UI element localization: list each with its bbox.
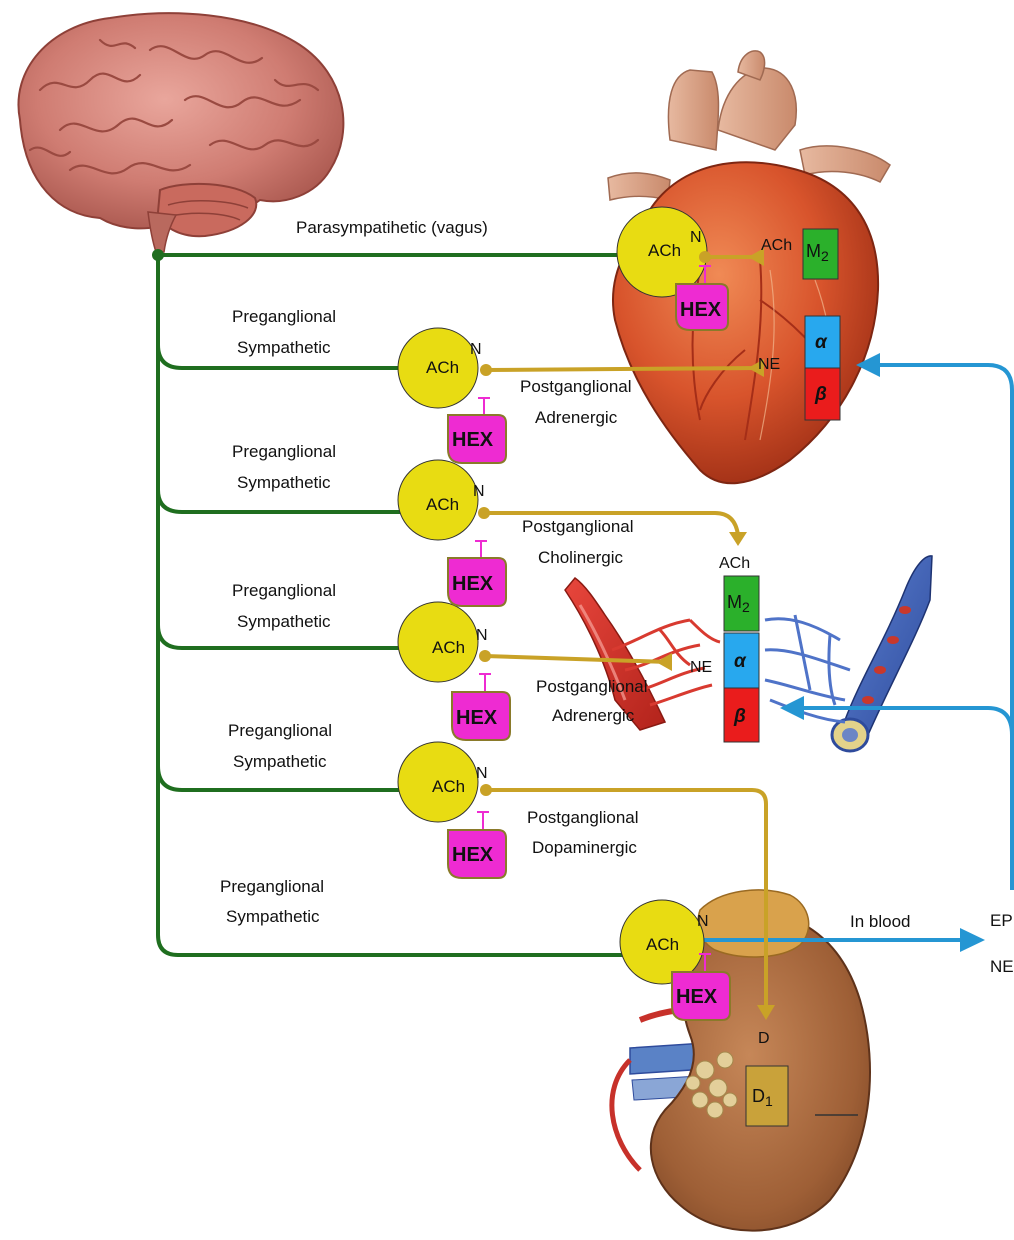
post-adrenergic-label-a: Postganglional [520, 377, 632, 396]
ganglion-n-label: N [697, 913, 709, 930]
hex-label: HEX [680, 299, 722, 321]
hex-inhibit-icon [475, 540, 487, 557]
brain-illustration [18, 13, 343, 252]
hex-inhibit-icon [477, 811, 489, 829]
ne-blood-label: NE [990, 957, 1014, 976]
epi-label: EPI [990, 911, 1014, 930]
d1-base: D [752, 1086, 765, 1106]
preganglionic-label-5a: Preganglional [220, 877, 324, 896]
post-dopaminergic-label-b: Dopaminergic [532, 838, 637, 857]
post-adrenergic2-label-b: Adrenergic [552, 706, 635, 725]
preganglionic-label-4a: Preganglional [228, 721, 332, 740]
ganglion-ach-label: ACh [426, 358, 459, 377]
preganglionic-label-3b: Sympathetic [237, 612, 331, 631]
ganglion-n-label: N [690, 229, 702, 246]
ganglion-sympathetic-2: ACh N [398, 460, 490, 540]
hex-box-2: HEX [448, 540, 506, 606]
ganglion-n-label: N [470, 341, 482, 358]
hex-label: HEX [452, 573, 494, 595]
preganglionic-label-1a: Preganglional [232, 307, 336, 326]
hex-box-3: HEX [452, 673, 510, 740]
ganglion-ach-label: ACh [646, 935, 679, 954]
heart-ach-label: ACh [761, 237, 792, 254]
vessel-receptors: ACh M2 NE α β [690, 555, 759, 742]
kidney-d-label: D [758, 1030, 770, 1047]
heart-ne-label: NE [758, 356, 780, 373]
hex-box-1: HEX [448, 397, 506, 463]
ganglion-sympathetic-3: ACh N [398, 602, 491, 682]
ganglion-n-label: N [476, 765, 488, 782]
vagus-label: Parasympatihetic (vagus) [296, 218, 488, 237]
alpha-label: α [734, 651, 747, 672]
preganglionic-label-3a: Preganglional [232, 581, 336, 600]
heart-alpha-receptor: α [805, 316, 840, 368]
hex-inhibit-icon [479, 673, 491, 691]
vessel-m2-receptor: M2 [724, 576, 759, 631]
hex-label: HEX [452, 429, 494, 451]
d1-sub: 1 [765, 1093, 773, 1109]
m2-base: M [727, 592, 742, 612]
vessel-ach-label: ACh [719, 555, 750, 572]
heart-m2-receptor: M2 [803, 229, 838, 279]
hex-inhibit-icon [478, 397, 490, 414]
preganglionic-label-2a: Preganglional [232, 442, 336, 461]
in-blood-label: In blood [850, 912, 911, 931]
vessel-alpha-receptor: α [724, 633, 759, 688]
ganglion-n-label: N [476, 627, 488, 644]
ganglion-synapse-dot [699, 251, 711, 263]
preganglionic-label-5b: Sympathetic [226, 907, 320, 926]
hex-label: HEX [456, 707, 498, 729]
hex-label: HEX [452, 844, 494, 866]
m2-sub: 2 [821, 248, 829, 264]
post-adrenergic-vessel [485, 656, 668, 662]
preganglionic-label-1b: Sympathetic [237, 338, 331, 357]
post-adrenergic-heart [486, 368, 760, 370]
post-adrenergic2-label-a: Postganglional [536, 677, 648, 696]
text-labels: Parasympatihetic (vagus) Preganglional S… [220, 218, 1014, 976]
hex-label: HEX [676, 986, 718, 1008]
heart-beta-receptor: β [805, 368, 840, 420]
kidney-d1-receptor: D1 [746, 1066, 788, 1126]
post-dopaminergic-label-a: Postganglional [527, 808, 639, 827]
brainstem-node [152, 249, 164, 261]
beta-label: β [814, 384, 827, 405]
ganglion-sympathetic-4: ACh N [398, 742, 492, 822]
vessel-beta-receptor: β [724, 688, 759, 742]
ganglion-ach-label: ACh [648, 241, 681, 260]
hex-box-4: HEX [448, 811, 506, 878]
ganglion-ach-label: ACh [426, 495, 459, 514]
preganglionic-label-4b: Sympathetic [233, 752, 327, 771]
alpha-label: α [815, 332, 828, 353]
post-cholinergic-label-b: Cholinergic [538, 548, 624, 567]
vessel-ne-label: NE [690, 659, 712, 676]
ganglion-sympathetic-1: ACh N [398, 328, 492, 408]
m2-sub: 2 [742, 599, 750, 615]
ganglion-ach-label: ACh [432, 777, 465, 796]
post-cholinergic-label-a: Postganglional [522, 517, 634, 536]
preganglionic-label-2b: Sympathetic [237, 473, 331, 492]
ganglion-n-label: N [473, 483, 485, 500]
ganglion-ach-label: ACh [432, 638, 465, 657]
post-adrenergic-label-b: Adrenergic [535, 408, 618, 427]
beta-label: β [733, 706, 746, 727]
preganglionic-fiber-2 [158, 490, 406, 512]
m2-base: M [806, 241, 821, 261]
